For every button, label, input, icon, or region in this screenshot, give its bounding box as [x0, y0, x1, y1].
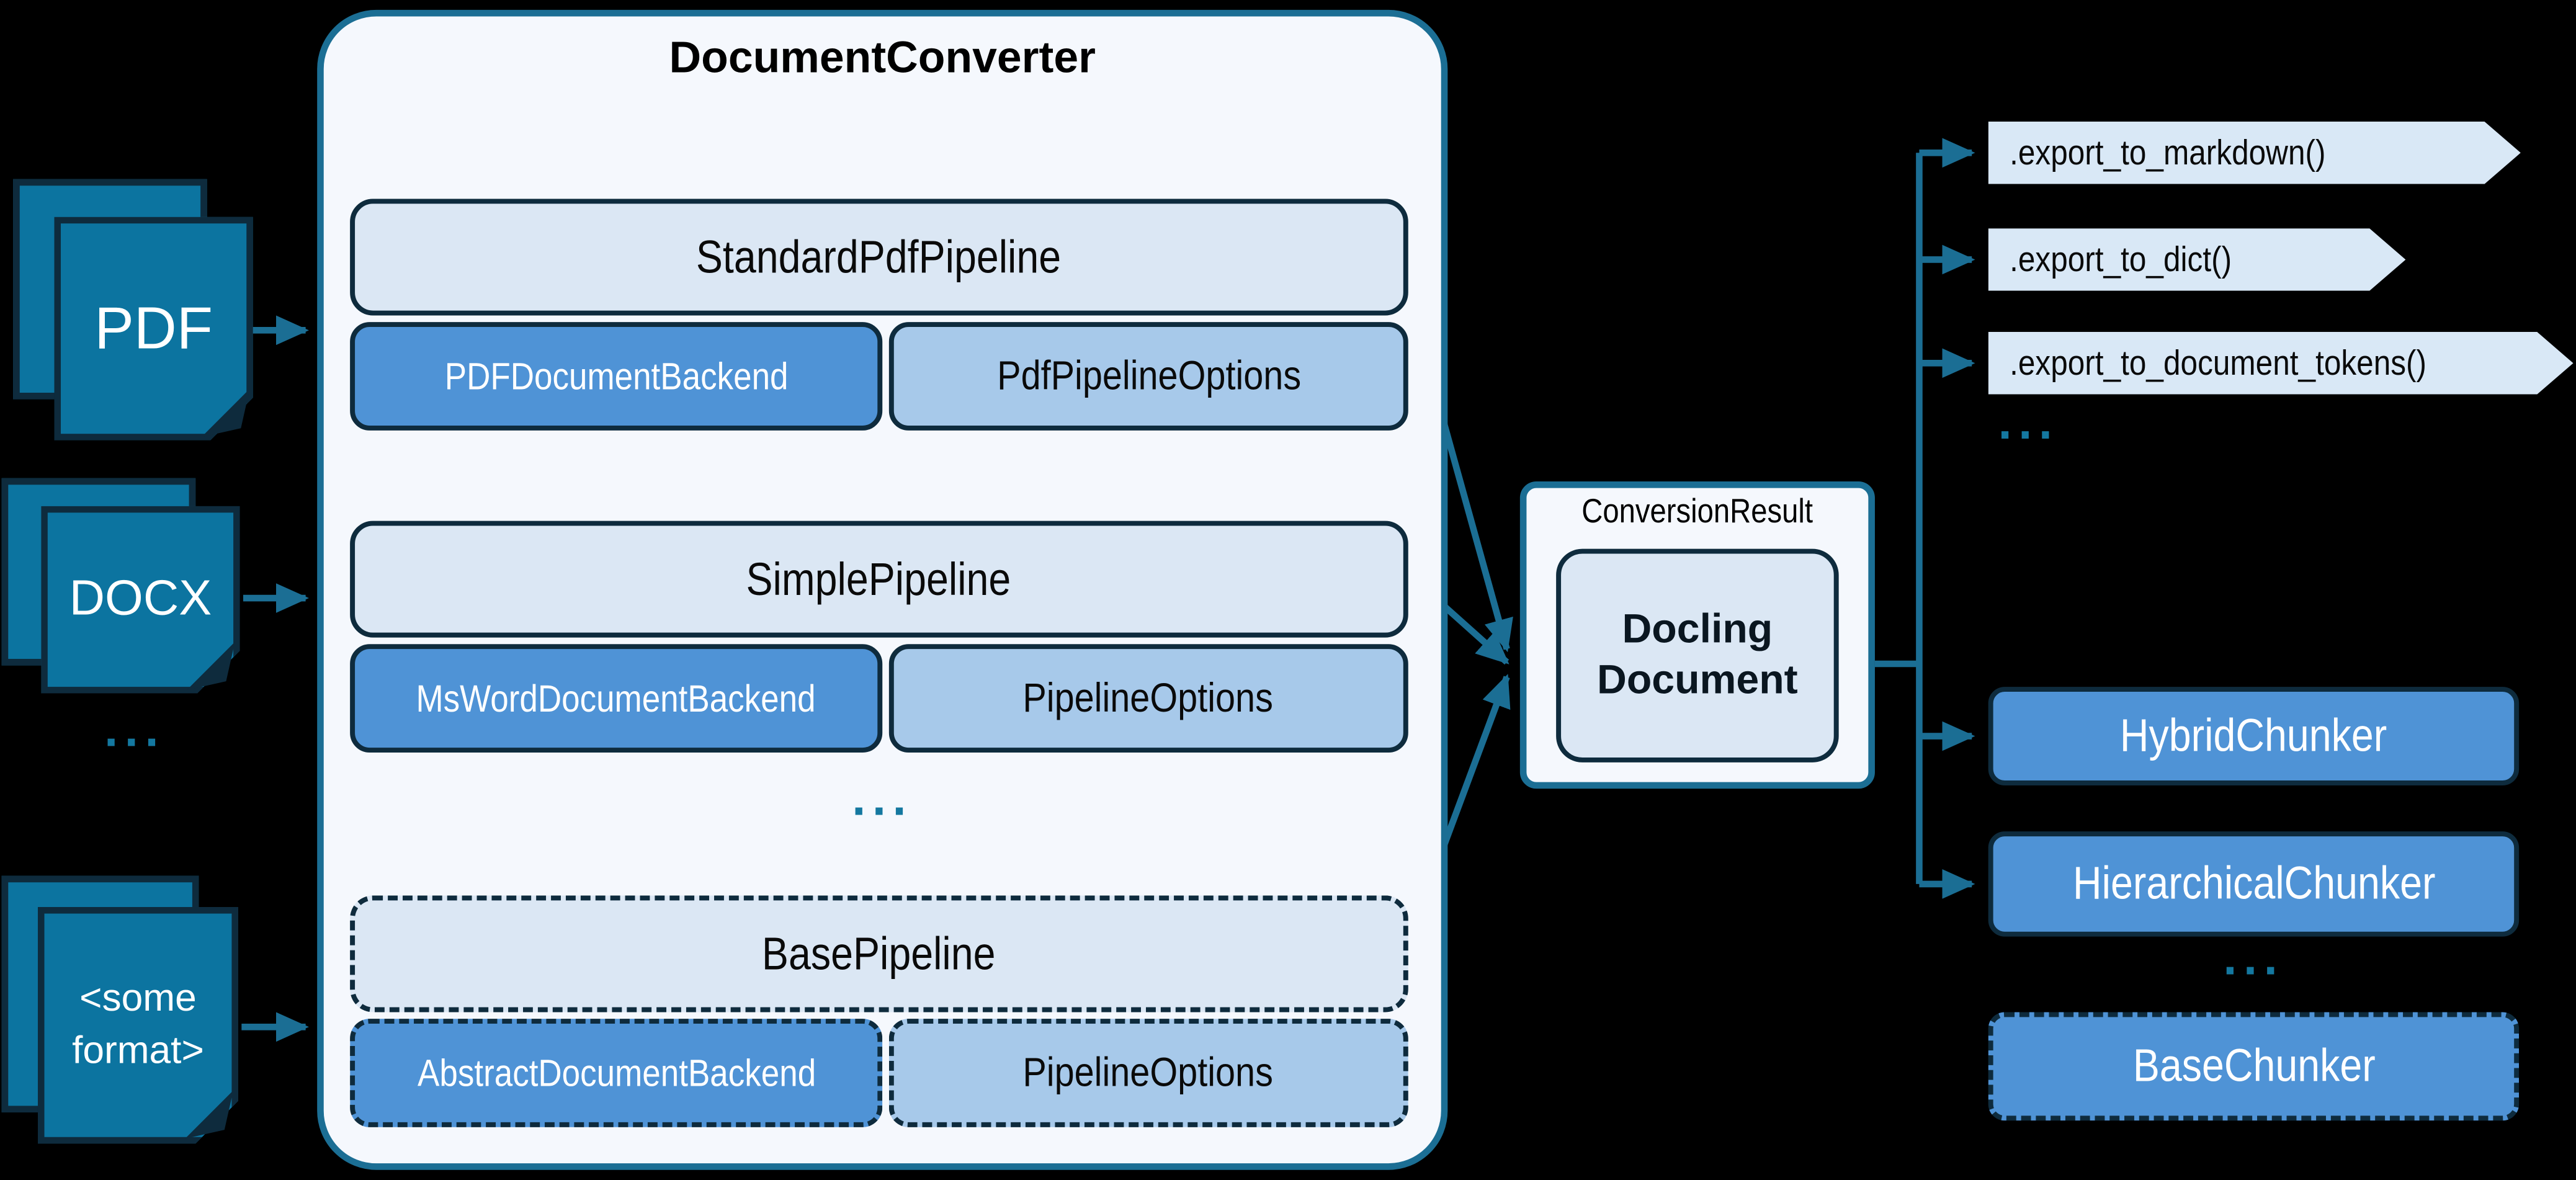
pdf-pipeline-options-label: PdfPipelineOptions: [996, 352, 1301, 399]
msword-document-backend-box: MsWordDocumentBackend: [350, 644, 883, 753]
base-pipeline-label: BasePipeline: [762, 927, 996, 979]
sources-ellipsis: ...: [104, 703, 166, 758]
abstract-document-backend-box: AbstractDocumentBackend: [350, 1019, 883, 1127]
pipeline-options-label: PipelineOptions: [1023, 674, 1274, 721]
base-chunker-label: BaseChunker: [2132, 1040, 2375, 1091]
simple-pipeline-label: SimplePipeline: [746, 553, 1012, 604]
export-to-markdown-label: .export_to_markdown(): [2010, 132, 2326, 172]
msword-document-backend-label: MsWordDocumentBackend: [416, 676, 816, 719]
converter-ellipsis: ...: [852, 772, 913, 827]
hierarchical-chunker-box: HierarchicalChunker: [1988, 831, 2520, 937]
pdf-document-backend-label: PDFDocumentBackend: [444, 354, 789, 397]
pdf-front-page-icon: PDF: [54, 217, 253, 440]
export-to-document-tokens-tag: .export_to_document_tokens(): [1988, 332, 2574, 395]
source-pdf: PDF: [13, 179, 276, 450]
base-pipeline-options-label: PipelineOptions: [1023, 1049, 1274, 1096]
docling-document-label: Docling Document: [1597, 606, 1798, 704]
pdf-document-backend-box: PDFDocumentBackend: [350, 322, 883, 431]
other-front-page-icon: <some format>: [38, 907, 238, 1143]
export-to-dict-label: .export_to_dict(): [2010, 239, 2232, 279]
docling-document-box: Docling Document: [1556, 548, 1839, 762]
base-pipeline-box: BasePipeline: [350, 895, 1408, 1012]
conversion-result-label: ConversionResult: [1520, 493, 1875, 533]
chunkers-ellipsis: ...: [2223, 931, 2284, 986]
export-to-dict-tag: .export_to_dict(): [1988, 228, 2406, 291]
hybrid-chunker-label: HybridChunker: [2120, 710, 2387, 761]
hierarchical-chunker-label: HierarchicalChunker: [2072, 857, 2435, 909]
hybrid-chunker-box: HybridChunker: [1988, 687, 2520, 785]
base-chunker-box: BaseChunker: [1988, 1012, 2520, 1121]
export-to-markdown-tag: .export_to_markdown(): [1988, 122, 2521, 184]
document-converter-title: DocumentConverter: [669, 32, 1096, 83]
docx-front-page-icon: DOCX: [41, 506, 239, 694]
base-pipeline-options-box: PipelineOptions: [888, 1019, 1408, 1127]
export-to-document-tokens-label: .export_to_document_tokens(): [2010, 342, 2427, 382]
abstract-document-backend-label: AbstractDocumentBackend: [417, 1050, 816, 1094]
standard-pdf-pipeline-label: StandardPdfPipeline: [696, 231, 1062, 282]
simple-pipeline-box: SimplePipeline: [350, 521, 1408, 638]
pdf-label: PDF: [94, 294, 213, 362]
pdf-pipeline-options-box: PdfPipelineOptions: [888, 322, 1408, 431]
docx-label: DOCX: [69, 571, 212, 627]
conversion-result-text: ConversionResult: [1581, 493, 1813, 531]
other-format-label: <some format>: [72, 976, 204, 1071]
source-other-format: <some format>: [1, 875, 265, 1155]
exports-ellipsis: ...: [1998, 396, 2059, 450]
pipeline-options-box: PipelineOptions: [888, 644, 1408, 753]
standard-pdf-pipeline-box: StandardPdfPipeline: [350, 199, 1408, 316]
source-docx: DOCX: [1, 478, 265, 708]
